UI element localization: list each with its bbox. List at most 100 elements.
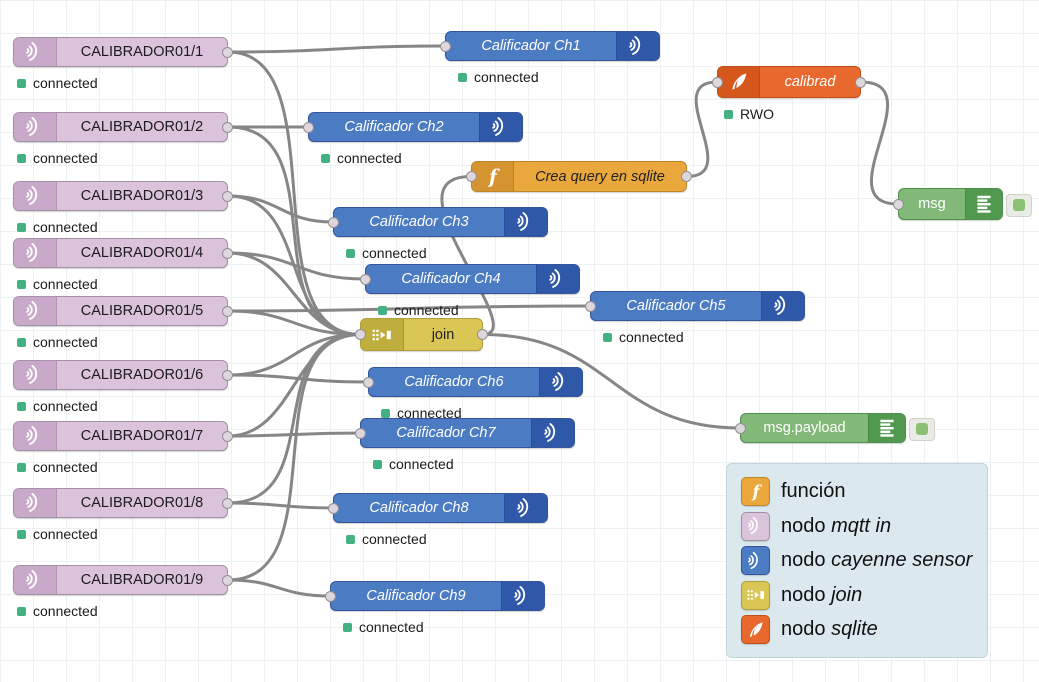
lines-icon bbox=[965, 189, 1002, 219]
wifi-icon bbox=[536, 265, 579, 293]
wifi-icon bbox=[479, 113, 522, 141]
output-port[interactable] bbox=[222, 247, 233, 259]
debug-toggle-button[interactable] bbox=[909, 417, 935, 441]
node-label: join bbox=[431, 326, 455, 343]
svg-text:f: f bbox=[751, 482, 762, 502]
output-port[interactable] bbox=[222, 121, 233, 133]
node-label: CALIBRADOR01/2 bbox=[80, 119, 204, 135]
wire-m1-to-join[interactable] bbox=[227, 50, 361, 336]
input-port[interactable] bbox=[735, 422, 746, 434]
node-c6[interactable]: Calificador Ch6 bbox=[363, 367, 583, 397]
node-join[interactable]: join bbox=[355, 318, 488, 351]
node-c5[interactable]: Calificador Ch5 bbox=[585, 291, 805, 321]
node-c7[interactable]: Calificador Ch7 bbox=[355, 418, 575, 448]
legend-item-cayenne: nodo cayenne sensor bbox=[741, 544, 973, 577]
input-port[interactable] bbox=[355, 427, 366, 439]
output-port[interactable] bbox=[222, 574, 233, 586]
node-sql[interactable]: calibrad bbox=[712, 66, 866, 98]
node-label: CALIBRADOR01/6 bbox=[80, 367, 204, 383]
feather-icon bbox=[718, 67, 760, 97]
output-port[interactable] bbox=[222, 497, 233, 509]
legend-label-name: función bbox=[781, 480, 846, 502]
node-c3[interactable]: Calificador Ch3 bbox=[328, 207, 548, 237]
node-m9[interactable]: CALIBRADOR01/9 bbox=[13, 565, 233, 595]
wire-m5-to-join[interactable] bbox=[227, 309, 361, 336]
wire-m3-to-c3[interactable] bbox=[227, 194, 334, 224]
node-m1[interactable]: CALIBRADOR01/1 bbox=[13, 37, 233, 67]
input-port[interactable] bbox=[328, 502, 339, 514]
wire-m8-to-c8[interactable] bbox=[227, 501, 334, 510]
node-c8[interactable]: Calificador Ch8 bbox=[328, 493, 548, 523]
input-port[interactable] bbox=[328, 216, 339, 228]
legend-label-prefix: nodo bbox=[781, 549, 832, 571]
node-c2[interactable]: Calificador Ch2 bbox=[303, 112, 523, 142]
node-c4[interactable]: Calificador Ch4 bbox=[360, 264, 580, 294]
input-port[interactable] bbox=[325, 590, 336, 602]
wire-m9-to-join[interactable] bbox=[227, 333, 361, 582]
output-port[interactable] bbox=[477, 329, 488, 340]
output-port[interactable] bbox=[222, 430, 233, 442]
output-port[interactable] bbox=[222, 190, 233, 202]
input-port[interactable] bbox=[466, 171, 477, 182]
wire-m7-to-c7[interactable] bbox=[227, 431, 361, 438]
node-label: Calificador Ch8 bbox=[369, 500, 469, 516]
input-port[interactable] bbox=[440, 40, 451, 52]
node-label: CALIBRADOR01/7 bbox=[80, 428, 204, 444]
legend-item-sqlite: nodo sqlite bbox=[741, 613, 973, 646]
wire-join-to-dbg2[interactable] bbox=[482, 333, 741, 430]
wifi-icon bbox=[14, 297, 57, 325]
input-port[interactable] bbox=[712, 76, 723, 88]
input-port[interactable] bbox=[893, 198, 904, 210]
wifi-icon bbox=[504, 494, 547, 522]
output-port[interactable] bbox=[681, 171, 692, 182]
wifi-icon bbox=[741, 546, 770, 575]
wire-sql-to-dbg1[interactable] bbox=[860, 80, 899, 206]
input-port[interactable] bbox=[585, 300, 596, 312]
wire-m6-to-join[interactable] bbox=[227, 333, 361, 377]
input-port[interactable] bbox=[355, 329, 366, 340]
input-port[interactable] bbox=[363, 376, 374, 388]
wire-m8-to-join[interactable] bbox=[227, 333, 361, 505]
node-m6[interactable]: CALIBRADOR01/6 bbox=[13, 360, 233, 390]
node-m7[interactable]: CALIBRADOR01/7 bbox=[13, 421, 233, 451]
input-port[interactable] bbox=[303, 121, 314, 133]
output-port[interactable] bbox=[222, 369, 233, 381]
node-dbg2[interactable]: msg.payload bbox=[735, 413, 935, 443]
node-m4[interactable]: CALIBRADOR01/4 bbox=[13, 238, 233, 268]
wifi-icon bbox=[504, 208, 547, 236]
node-label: Calificador Ch7 bbox=[396, 425, 496, 441]
output-port[interactable] bbox=[222, 305, 233, 317]
wire-m9-to-c9[interactable] bbox=[227, 578, 331, 598]
wire-m1-to-c1[interactable] bbox=[227, 44, 446, 54]
wifi-icon bbox=[539, 368, 582, 396]
node-m8[interactable]: CALIBRADOR01/8 bbox=[13, 488, 233, 518]
node-label: Calificador Ch9 bbox=[366, 588, 466, 604]
node-c1[interactable]: Calificador Ch1 bbox=[440, 31, 660, 61]
wire-m4-to-join[interactable] bbox=[227, 251, 361, 336]
legend-label-name: cayenne sensor bbox=[831, 549, 973, 571]
wire-m5-to-c5[interactable] bbox=[227, 304, 591, 313]
node-label: CALIBRADOR01/1 bbox=[80, 44, 204, 60]
legend-item-mqtt: nodo mqtt in bbox=[741, 510, 973, 543]
wifi-icon bbox=[14, 38, 57, 66]
wire-m4-to-c4[interactable] bbox=[227, 251, 366, 281]
node-dbg1[interactable]: msg bbox=[893, 188, 1032, 220]
node-label: Calificador Ch6 bbox=[404, 374, 504, 390]
output-port[interactable] bbox=[855, 76, 866, 88]
wire-join-to-fn[interactable] bbox=[440, 175, 495, 336]
debug-toggle-button[interactable] bbox=[1006, 193, 1032, 217]
wifi-icon bbox=[14, 361, 57, 389]
node-m3[interactable]: CALIBRADOR01/3 bbox=[13, 181, 233, 211]
node-m2[interactable]: CALIBRADOR01/2 bbox=[13, 112, 233, 142]
node-m5[interactable]: CALIBRADOR01/5 bbox=[13, 296, 233, 326]
feather-icon bbox=[741, 615, 770, 644]
wire-fn-to-sql[interactable] bbox=[686, 80, 718, 178]
output-port[interactable] bbox=[222, 46, 233, 58]
debug-toggle-state bbox=[1013, 199, 1025, 211]
input-port[interactable] bbox=[360, 273, 371, 285]
node-c9[interactable]: Calificador Ch9 bbox=[325, 581, 545, 611]
